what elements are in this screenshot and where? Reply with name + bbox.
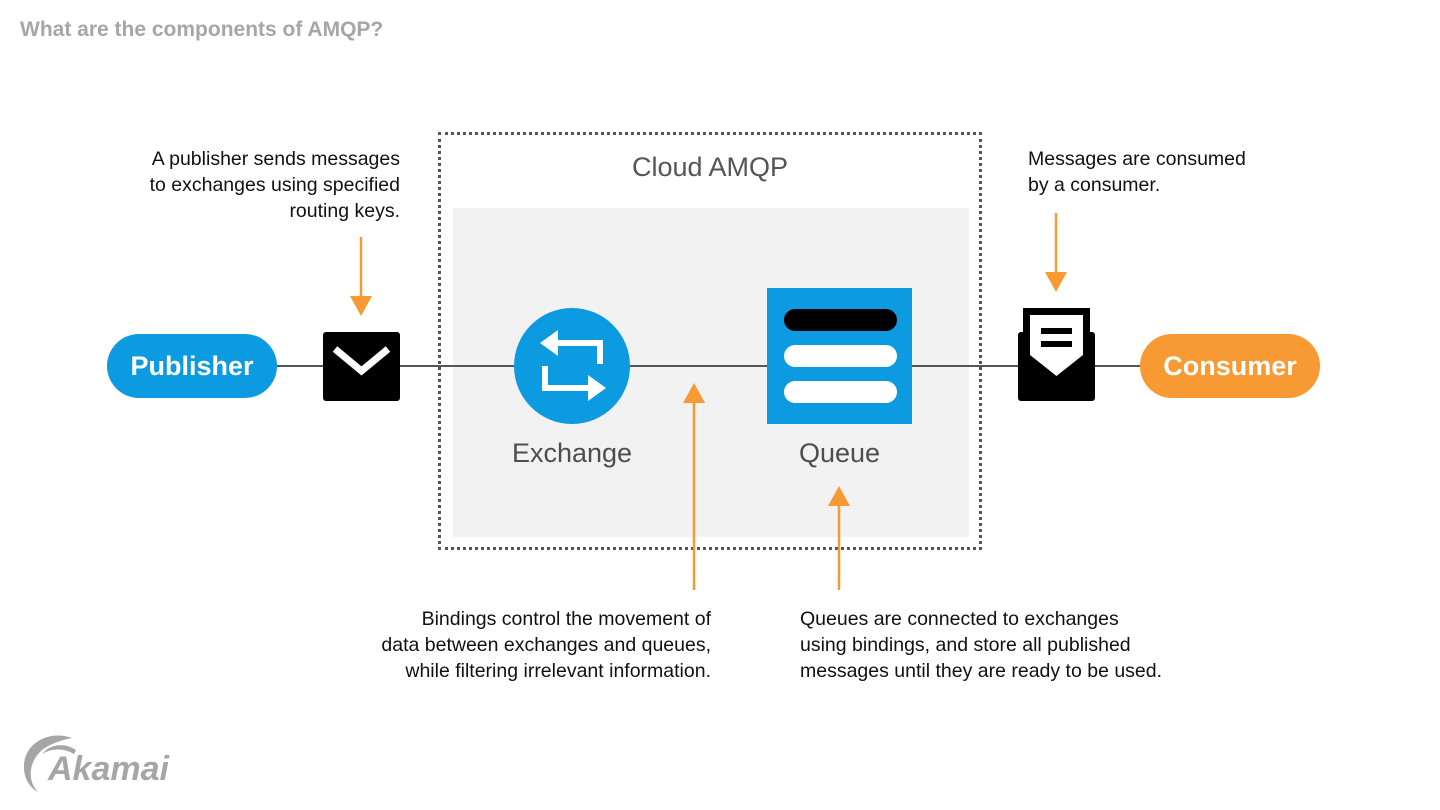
exchange-arrows-icon: [514, 308, 630, 424]
callout-line: data between exchanges and queues,: [381, 634, 711, 656]
publisher-callout: A publisher sends messages to exchanges …: [90, 146, 400, 224]
queue-list-icon: [767, 288, 912, 424]
queue-arrow: [828, 486, 850, 590]
cloud-amqp-boundary: [438, 132, 982, 550]
callout-line: using bindings, and store all published: [800, 634, 1131, 656]
envelope-open-icon: [1018, 308, 1095, 401]
page-title: What are the components of AMQP?: [20, 18, 384, 41]
callout-line: to exchanges using specified: [149, 174, 400, 196]
callout-line: by a consumer.: [1028, 174, 1161, 196]
envelope-closed-icon: [323, 332, 400, 401]
publisher-arrow: [350, 237, 372, 316]
callout-line: Queues are connected to exchanges: [800, 608, 1119, 630]
consumer-node: Consumer: [1140, 334, 1320, 398]
cloud-amqp-title: Cloud AMQP: [631, 152, 789, 182]
callout-line: Messages are consumed: [1028, 148, 1246, 170]
bindings-callout: Bindings control the movement of data be…: [330, 606, 711, 684]
queues-callout: Queues are connected to exchanges using …: [800, 606, 1220, 684]
logo-text: Akamai: [48, 750, 169, 788]
callout-line: routing keys.: [289, 200, 400, 222]
callout-line: messages until they are ready to be used…: [800, 660, 1163, 682]
akamai-logo: Akamai: [20, 730, 170, 795]
bindings-arrow: [683, 383, 705, 590]
consumer-callout: Messages are consumed by a consumer.: [1028, 146, 1328, 198]
callout-line: while filtering irrelevant information.: [405, 660, 711, 682]
flow-line: [270, 365, 1150, 367]
publisher-node: Publisher: [107, 334, 277, 398]
callout-line: A publisher sends messages: [151, 148, 400, 170]
exchange-label: Exchange: [511, 438, 633, 468]
consumer-arrow: [1045, 213, 1067, 292]
callout-line: Bindings control the movement of: [421, 608, 711, 630]
queue-label: Queue: [798, 438, 881, 468]
